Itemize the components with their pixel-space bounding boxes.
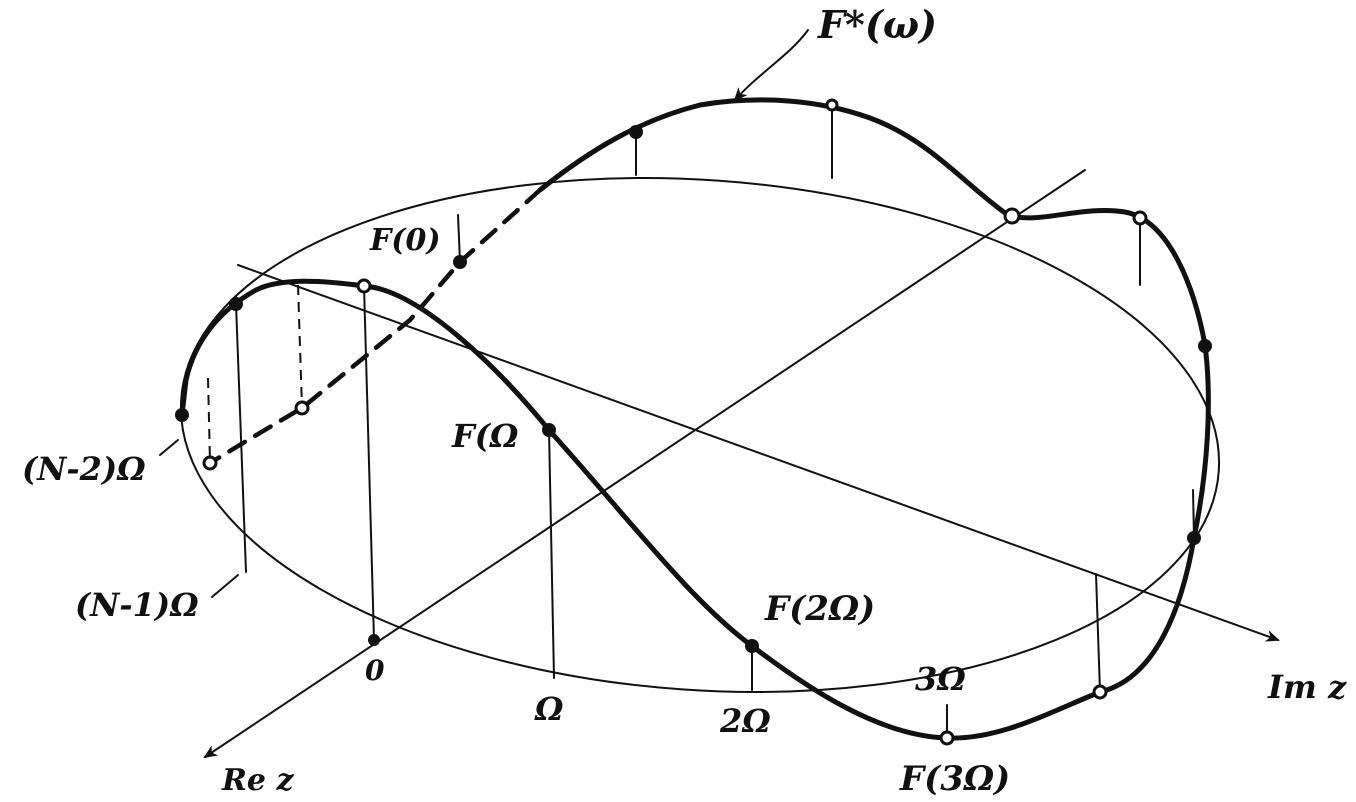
label-re-z: Re z (221, 763, 294, 798)
label-n-minus-1: (N-1)Ω (75, 586, 199, 624)
n-minus-2-pointer (159, 439, 179, 456)
label-omega: Ω (534, 690, 564, 728)
label-f-star: F*(ω) (817, 2, 937, 47)
f-star-pointer (733, 29, 809, 102)
unit-circle-ellipse (179, 177, 1221, 693)
n-minus-1-pointer (211, 574, 239, 598)
label-im-z: Im z (1267, 668, 1347, 706)
label-zero: 0 (365, 654, 385, 687)
re-z-axis (203, 169, 1086, 759)
label-f-omega: F(Ω (451, 417, 519, 455)
frequency-response-curve-dashed (207, 187, 543, 466)
projection-lines (235, 104, 1195, 739)
curve-points (175, 98, 1212, 746)
frequency-response-curve (179, 97, 1211, 741)
label-f-2omega: F(2Ω) (764, 589, 875, 629)
label-f0: F(0) (369, 223, 441, 258)
im-z-axis (237, 264, 1280, 642)
label-f-3omega: F(3Ω) (899, 759, 1010, 799)
label-n-minus-2: (N-2)Ω (22, 450, 146, 488)
label-three-omega: 3Ω (915, 660, 966, 698)
dashed-projection-lines (207, 284, 303, 463)
label-two-omega: 2Ω (719, 702, 771, 740)
